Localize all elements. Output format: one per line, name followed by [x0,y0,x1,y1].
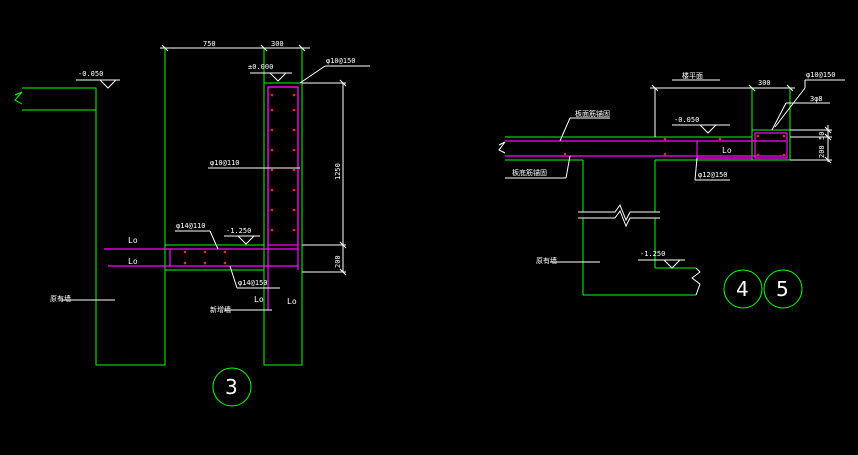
level-bottom-text-45: -1.250 [640,250,665,258]
level-mark-left [76,79,120,89]
detail-number-4: 4 [736,277,749,301]
rebar-vertical-label: φ10@110 [210,159,240,167]
level-mark-bottom-45 [638,259,685,269]
dim-750: 750 [203,40,216,48]
right-column-outline [263,48,303,366]
detail-3: 750 300 1250 200 -0.050 ±0.000 [14,40,370,407]
edge-beam [751,88,791,161]
lo-label-1: Lo [128,236,138,245]
dim-300-45: 300 [758,79,771,87]
top-dimension-line-45 [650,79,795,137]
dim-300: 300 [271,40,284,48]
note-wall-45: 原有墙 [536,256,557,265]
level-mark-top-45 [672,124,730,134]
dim-50: 50 [818,132,826,140]
level-right-text: ±0.000 [248,63,273,71]
note-new-wall: 新增墙 [210,305,231,314]
detail-number-5: 5 [776,277,789,301]
beam-rebar [104,248,298,267]
rebar-count-label: 3φ8 [810,95,823,103]
lo-label-4: Lo [287,297,297,306]
bottom-beam [165,244,264,271]
wall-below [578,160,701,296]
detail-number-circle-4 [723,269,763,309]
rebar-horiz-bot-label: φ14@150 [238,279,268,287]
beam-rebar-dots [183,250,227,265]
note-existing-wall: 原有墙 [50,294,71,303]
slab-rebar-dots [563,134,786,157]
lo-label-3: Lo [254,295,264,304]
dim-1250: 1250 [334,163,342,180]
column-rebar-dots [270,93,296,232]
column-rebar [267,86,299,310]
level-mid-text: -1.250 [226,227,251,235]
rebar-horiz-top-label: φ14@110 [176,222,206,230]
right-dimension-line-45 [790,125,832,164]
detail-number-circle-5 [763,269,803,309]
level-top-text-45: -0.050 [674,116,699,124]
level-left-text: -0.050 [78,70,103,78]
note-slab-bottom: 板底筋锚固 [512,168,547,177]
dim-200-45: 200 [818,145,826,158]
left-wall-outline [14,48,166,366]
right-dimension-line [302,79,347,276]
detail-number-3: 3 [225,375,238,399]
lo-label-2: Lo [128,257,138,266]
rebar-mid-label-45: φ12@150 [698,171,728,179]
rebar-top-label: φ10@150 [326,57,356,65]
leaders-45 [505,79,845,263]
rebar-leaders [60,65,370,311]
rebar-top-label-45: φ10@150 [806,71,836,79]
label-floor-plane: 楼平面 [682,71,703,80]
lo-label-45: Lo [722,146,732,155]
level-mark-mid [224,235,260,245]
detail-45: 300 楼平面 50 200 [498,71,845,309]
slab-rebar [505,132,788,159]
dim-200: 200 [334,255,342,268]
note-slab-top: 板面筋锚固 [575,109,610,118]
top-dimension-line [160,44,310,52]
level-mark-right [250,72,292,82]
detail-number-circle-3 [212,367,252,407]
